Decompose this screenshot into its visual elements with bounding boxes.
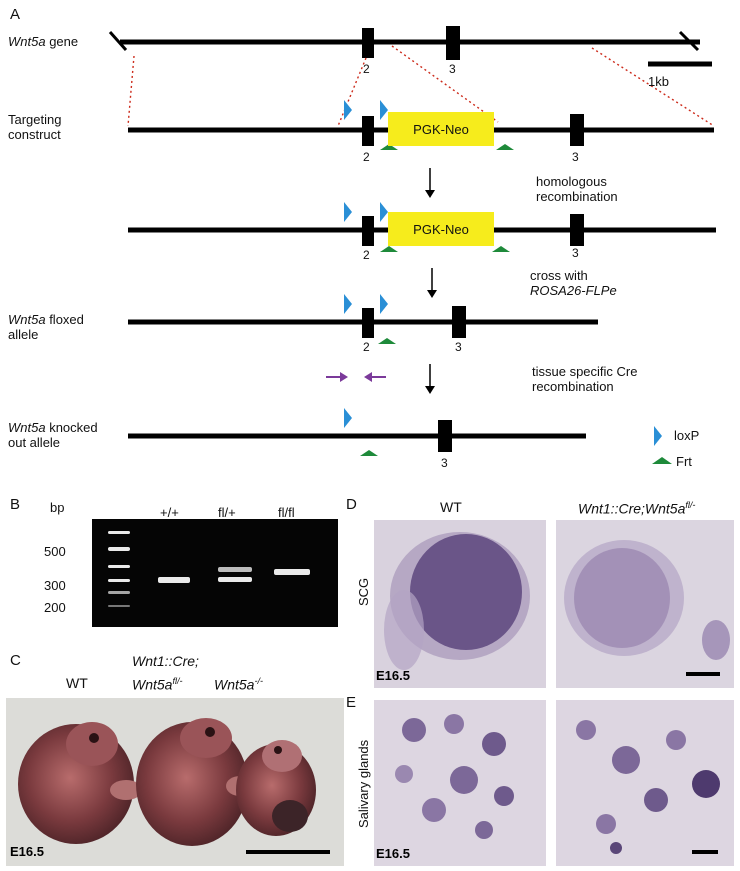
ko-loxp bbox=[344, 408, 352, 428]
ladder-500: 500 bbox=[44, 544, 66, 559]
construct-exon-3 bbox=[570, 114, 584, 146]
ko-exon-3-label: 3 bbox=[441, 456, 448, 470]
lane-wt-label: +/+ bbox=[160, 505, 179, 520]
construct-frt-2 bbox=[496, 144, 514, 150]
recombined-exon-2 bbox=[362, 216, 374, 246]
panel-c-letter: C bbox=[10, 652, 21, 669]
gene-label: Wnt5a gene bbox=[8, 34, 79, 49]
construct-loxp-1 bbox=[344, 100, 352, 120]
gene-exon-2 bbox=[362, 28, 374, 58]
ko-frt bbox=[360, 450, 378, 456]
construct-exon-2 bbox=[362, 116, 374, 146]
scg-scale-bar bbox=[686, 672, 720, 676]
recombined-loxp-2 bbox=[380, 202, 388, 222]
salivary-stage-label: E16.5 bbox=[376, 846, 410, 861]
embryo-cko-label-2: Wnt5afl/- bbox=[132, 676, 183, 693]
panel-e-letter: E bbox=[346, 694, 357, 711]
recombined-neo-box: PGK-Neo bbox=[388, 212, 494, 246]
embryo-scale-bar bbox=[246, 850, 330, 854]
salivary-wt-image: E16.5 bbox=[374, 700, 546, 866]
scale-bar-label: 1kb bbox=[648, 74, 669, 89]
salivary-row-label: Salivary glands bbox=[356, 739, 371, 828]
construct-frt-1 bbox=[380, 144, 398, 150]
salivary-cko-image bbox=[556, 700, 734, 866]
recombined-loxp-1 bbox=[344, 202, 352, 222]
legend-loxp-icon bbox=[654, 426, 662, 446]
scg-cko-image bbox=[556, 520, 734, 688]
band-hom bbox=[274, 569, 310, 575]
lane-hom-label: fl/fl bbox=[278, 505, 295, 520]
floxed-exon-3 bbox=[452, 306, 466, 338]
ladder-200: 200 bbox=[44, 600, 66, 615]
embryo-wt-label: WT bbox=[66, 675, 88, 691]
embryo-ko-label: Wnt5a-/- bbox=[214, 676, 263, 693]
targeting-diagram bbox=[108, 26, 716, 464]
homology-line-right bbox=[591, 47, 715, 127]
homology-line-mid bbox=[391, 45, 499, 123]
embryo-photo: E16.5 bbox=[6, 698, 344, 866]
floxed-exon-3-label: 3 bbox=[455, 340, 462, 354]
ladder-300: 300 bbox=[44, 578, 66, 593]
panel-a-letter: A bbox=[10, 6, 21, 23]
construct-loxp-2 bbox=[380, 100, 388, 120]
floxed-exon-2-label: 2 bbox=[363, 340, 370, 354]
band-wt bbox=[158, 577, 190, 583]
gel-image bbox=[92, 519, 338, 627]
gene-exon-3-label: 3 bbox=[449, 62, 456, 76]
floxed-loxp-2 bbox=[380, 294, 388, 314]
recombined-frt-2 bbox=[492, 246, 510, 252]
ko-exon-3 bbox=[438, 420, 452, 452]
band-het-lower bbox=[218, 577, 252, 582]
scg-wt-image: E16.5 bbox=[374, 520, 546, 688]
recombined-exon-3-label: 3 bbox=[572, 246, 579, 260]
panel-d-letter: D bbox=[346, 496, 357, 513]
band-het-upper bbox=[218, 567, 252, 572]
legend-frt-label: Frt bbox=[676, 454, 692, 469]
homology-line-exon2 bbox=[337, 57, 367, 127]
recombined-exon-3 bbox=[570, 214, 584, 246]
legend-loxp-label: loxP bbox=[674, 428, 700, 443]
floxed-frt bbox=[378, 338, 396, 344]
homology-line-left bbox=[127, 55, 135, 127]
construct-exon-3-label: 3 bbox=[572, 150, 579, 164]
floxed-loxp-1 bbox=[344, 294, 352, 314]
embryo-cko-label-1: Wnt1::Cre; bbox=[132, 653, 199, 669]
construct-neo-box: PGK-Neo bbox=[388, 112, 494, 146]
panel-b-letter: B bbox=[10, 496, 21, 513]
lane-het-label: fl/+ bbox=[218, 505, 236, 520]
scg-stage-label: E16.5 bbox=[376, 668, 410, 683]
gene-exon-2-label: 2 bbox=[363, 62, 370, 76]
scg-row-label: SCG bbox=[356, 577, 371, 606]
construct-exon-2-label: 2 bbox=[363, 150, 370, 164]
recombined-exon-2-label: 2 bbox=[363, 248, 370, 262]
gel-bp-label: bp bbox=[50, 500, 65, 515]
histo-cko-label: Wnt1::Cre;Wnt5afl/- bbox=[578, 500, 696, 517]
gene-exon-3 bbox=[446, 26, 460, 60]
gene-break-right bbox=[678, 30, 700, 52]
floxed-exon-2 bbox=[362, 308, 374, 338]
legend-frt-icon bbox=[652, 457, 672, 464]
salivary-scale-bar bbox=[692, 850, 718, 854]
histo-wt-label: WT bbox=[440, 499, 462, 515]
gene-break-left bbox=[108, 31, 128, 51]
recombined-frt-1 bbox=[380, 246, 398, 252]
embryo-stage-label: E16.5 bbox=[10, 844, 44, 859]
